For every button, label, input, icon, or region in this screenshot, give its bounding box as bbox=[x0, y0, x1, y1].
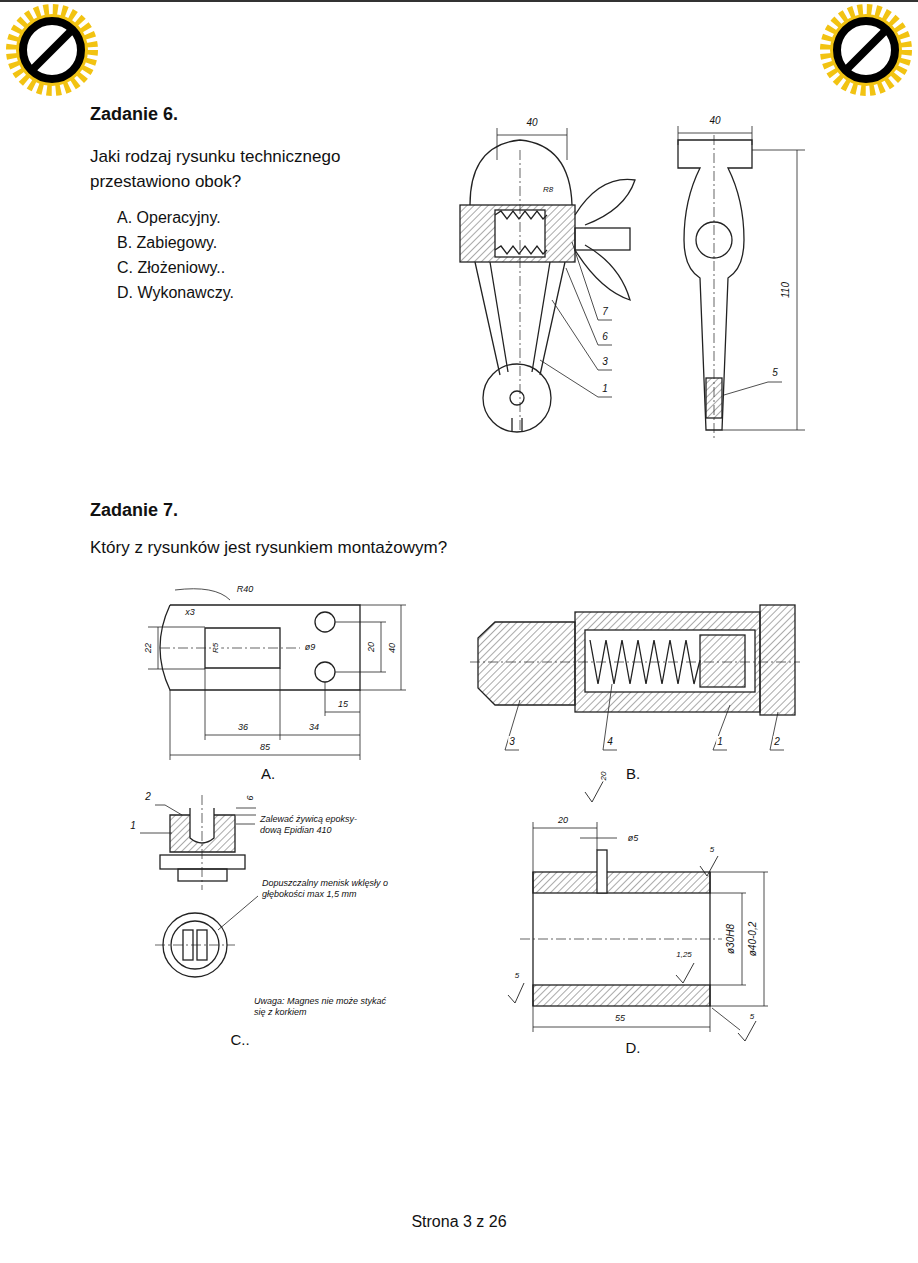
dimension: 20 bbox=[557, 815, 569, 826]
callout-number: 2 bbox=[144, 791, 152, 803]
part-drawing-a bbox=[148, 589, 406, 760]
dimension: 40 bbox=[525, 117, 538, 129]
dimension: 34 bbox=[308, 722, 320, 733]
clamp-side-view bbox=[678, 126, 805, 438]
answer-option: A. Operacyjny. bbox=[117, 208, 221, 227]
dimension: R8 bbox=[542, 185, 554, 195]
clamp-drawing bbox=[460, 128, 635, 432]
dimension: 40 bbox=[708, 115, 721, 127]
callout-number: 4 bbox=[606, 736, 614, 748]
page-edge bbox=[0, 0, 918, 2]
task-heading: Zadanie 6. bbox=[90, 104, 178, 126]
callout-number: 1 bbox=[716, 736, 724, 748]
no-icon bbox=[12, 10, 92, 90]
dimension: 40 bbox=[387, 642, 398, 654]
roughness-value: 20 bbox=[599, 771, 609, 782]
dimension: ø5 bbox=[627, 833, 640, 844]
callout-number: 1 bbox=[129, 820, 137, 832]
callout-number: 2 bbox=[773, 736, 781, 748]
note: Uwaga: Magnes nie może stykać się z kork… bbox=[254, 996, 394, 1018]
dimension: 15 bbox=[337, 699, 349, 710]
figure-letter: B. bbox=[625, 765, 641, 783]
part-drawing-c bbox=[140, 795, 258, 977]
dimension: 55 bbox=[614, 1013, 626, 1024]
dimension: 22 bbox=[143, 642, 154, 654]
dimension: R5 bbox=[211, 642, 221, 654]
dimension: ø9 bbox=[304, 642, 317, 653]
callout-number: 3 bbox=[508, 736, 516, 748]
callout-number: 1 bbox=[601, 383, 609, 395]
answer-option: C. Złożeniowy.. bbox=[117, 258, 225, 277]
part-drawing-d bbox=[508, 776, 768, 1041]
figure-letter: C.. bbox=[229, 1031, 250, 1049]
dimension: 6 bbox=[245, 794, 256, 801]
answer-option: D. Wykonawczy. bbox=[117, 283, 234, 302]
roughness-value: 1,25 bbox=[675, 950, 693, 960]
dimension: ø40-0,2 bbox=[747, 921, 759, 957]
callout-number: 6 bbox=[601, 331, 609, 343]
dimension: R40 bbox=[236, 584, 255, 595]
dimension: 85 bbox=[259, 742, 271, 753]
dimension: 110 bbox=[780, 281, 792, 299]
roughness-value: 5 bbox=[749, 1012, 755, 1022]
note: Dopuszczalny menisk wklęsły o głębokości… bbox=[262, 878, 402, 900]
figure-letter: A. bbox=[260, 765, 276, 783]
callout-number: 3 bbox=[601, 356, 609, 368]
note: Zalewać żywicą epoksy- dową Epidian 410 bbox=[260, 814, 372, 836]
question-text: Który z rysunków jest rysunkiem montażow… bbox=[90, 538, 447, 558]
callout-number: 7 bbox=[601, 306, 609, 318]
roughness-value: 5 bbox=[709, 845, 715, 855]
question-text: Jaki rodzaj rysunku technicznego przesta… bbox=[90, 145, 445, 194]
dimension: x3 bbox=[184, 607, 196, 618]
roughness-value: 5 bbox=[514, 971, 520, 981]
answer-option: B. Zabiegowy. bbox=[117, 233, 217, 252]
callout-number: 5 bbox=[771, 367, 779, 379]
dimension: 36 bbox=[237, 722, 249, 733]
dimension: ø30H8 bbox=[725, 923, 737, 955]
dimension: 20 bbox=[366, 641, 377, 653]
assembly-drawing-b bbox=[470, 605, 800, 750]
no-icon bbox=[826, 10, 906, 90]
task-heading: Zadanie 7. bbox=[90, 500, 178, 522]
figure-letter: D. bbox=[625, 1039, 642, 1057]
page-number: Strona 3 z 26 bbox=[410, 1212, 507, 1231]
